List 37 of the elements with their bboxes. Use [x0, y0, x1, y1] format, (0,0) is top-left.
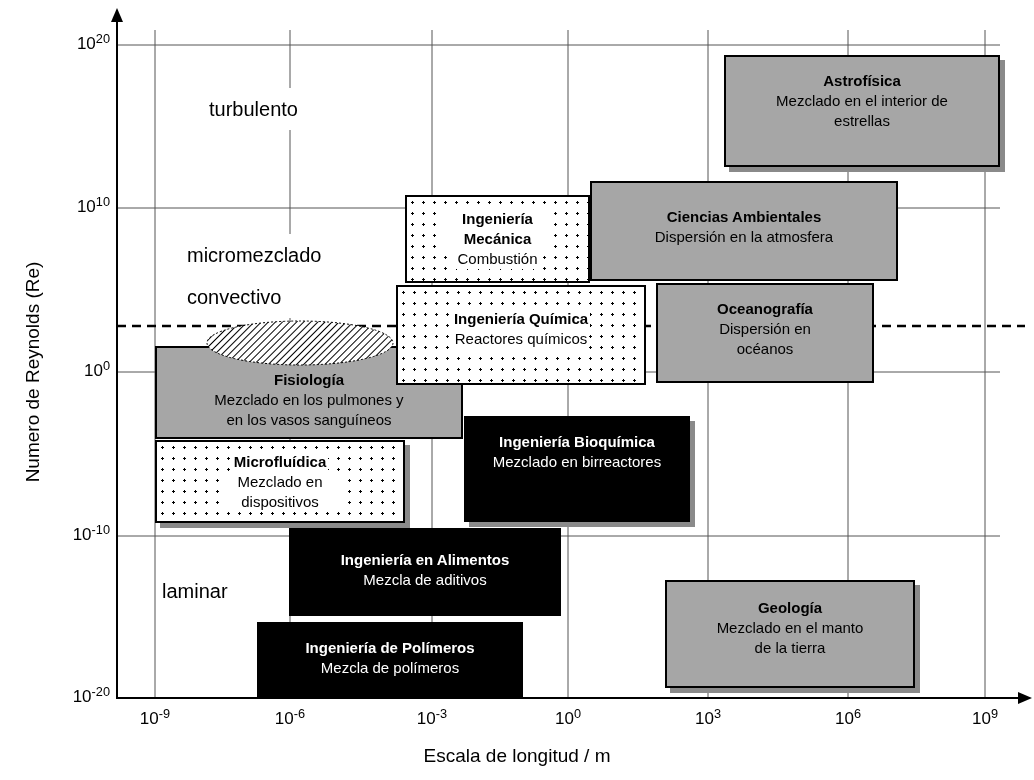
tick-label: 10$^{-6}$ — [274, 706, 306, 730]
tick-label: 10$^{6}$ — [835, 706, 861, 730]
field-box — [656, 283, 874, 383]
field-box — [590, 181, 898, 281]
field-box — [289, 528, 561, 616]
tick-label: 10$^{0}$ — [83, 360, 110, 382]
tick-label: 10$^{-20}$ — [71, 686, 110, 708]
axis-title: Numero de Reynolds (Re) — [20, 261, 44, 483]
field-title: Geología — [757, 598, 823, 618]
field-description: Mezcla de polímeros — [320, 658, 460, 678]
field-title: Ingeniería de Polímeros — [305, 638, 475, 658]
field-description: Mezclado en los pulmones y en los vasos sanguíneos — [213, 390, 405, 430]
tick-label: 10$^{3}$ — [695, 706, 721, 730]
field-box — [396, 285, 646, 385]
field-title: Ingeniería Bioquímica — [499, 432, 655, 452]
field-title: Ciencias Ambientales — [666, 207, 822, 227]
tick-label: 10$^{20}$ — [75, 33, 110, 55]
field-box — [405, 195, 590, 283]
tick-label: 10$^{-9}$ — [139, 706, 171, 730]
tick-label: 10$^{-3}$ — [416, 706, 448, 730]
field-title: Oceanografía — [717, 299, 813, 319]
field-description: Dispersión en océanos — [718, 319, 812, 359]
field-box — [257, 622, 523, 698]
field-description: Mezclado en birreactores — [492, 452, 662, 472]
axis-title: Escala de longitud / m — [423, 744, 611, 768]
tick-label: 10$^{10}$ — [75, 196, 110, 218]
tick-label: 10$^{0}$ — [555, 706, 581, 730]
hatched-ellipse — [206, 320, 394, 366]
field-title: Astrofísica — [823, 71, 901, 91]
tick-label: 10$^{9}$ — [972, 706, 998, 730]
field-title: Fisiología — [274, 370, 344, 390]
field-title: Ingeniería en Alimentos — [340, 550, 510, 570]
field-description: Mezcla de aditivos — [363, 570, 487, 590]
field-description: Mezclado en el interior de estrellas — [775, 91, 949, 131]
tick-label: 10$^{-10}$ — [71, 524, 110, 546]
field-description: Dispersión en la atmosfera — [654, 227, 834, 247]
field-description: Mezclado en el manto de la tierra — [715, 618, 865, 658]
